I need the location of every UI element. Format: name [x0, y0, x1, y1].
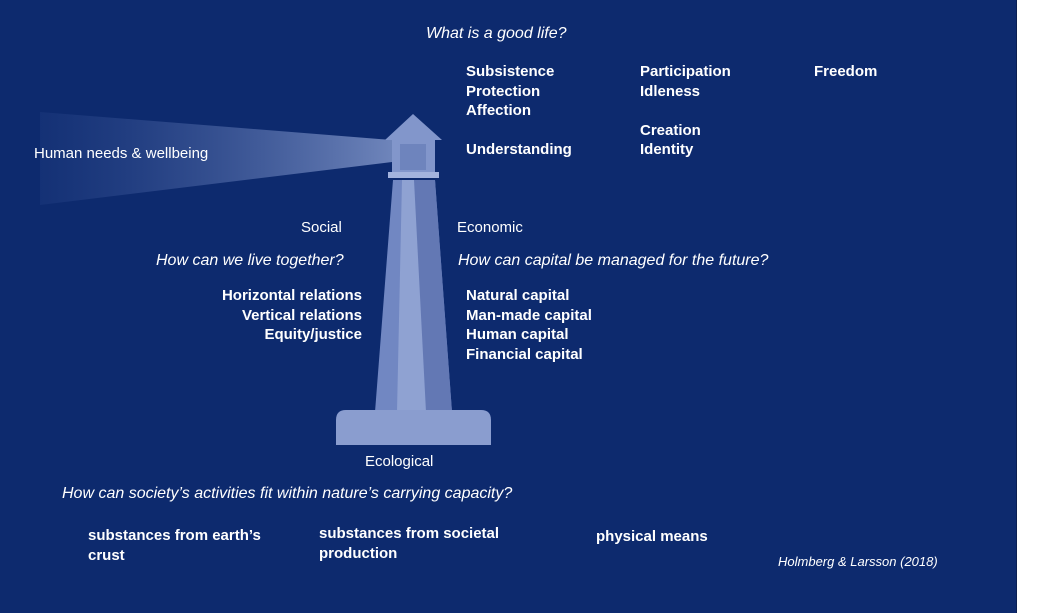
economic-item: Human capital — [466, 326, 569, 343]
need-item: Identity — [640, 141, 694, 158]
economic-items-list: Natural capital Man-made capital Human c… — [466, 286, 592, 364]
needs-list-3: Freedom — [814, 62, 877, 82]
lighthouse-base-icon — [336, 410, 491, 445]
economic-item: Financial capital — [466, 345, 583, 363]
need-item: Subsistence — [466, 63, 555, 80]
need-item: Idleness — [640, 82, 701, 100]
social-item: Equity/justice — [264, 326, 362, 343]
ecological-item-societal: substances from societal production — [319, 525, 500, 562]
social-items-list: Horizontal relations Vertical relations … — [222, 286, 362, 345]
need-item: Understanding — [466, 141, 572, 158]
human-needs-label: Human needs & wellbeing — [34, 145, 209, 162]
ecological-item-crust: substances from earth’s crust — [88, 527, 261, 564]
economic-question: How can capital be managed for the futur… — [458, 252, 769, 269]
need-item: Freedom — [814, 63, 878, 80]
ecological-question: How can society’s activities fit within … — [62, 485, 513, 502]
social-label: Social — [301, 219, 342, 236]
ecological-label: Ecological — [365, 453, 434, 470]
need-item — [466, 121, 572, 141]
economic-item: Natural capital — [466, 287, 570, 304]
slide-background: What is a good life? Human needs & wellb… — [0, 0, 1017, 613]
social-item: Vertical relations — [241, 306, 362, 324]
lighthouse-gallery-icon — [388, 172, 439, 178]
social-question: How can we live together? — [156, 252, 344, 269]
needs-list-1: Subsistence Protection Affection Underst… — [466, 62, 572, 160]
ecological-item-physical: physical means — [596, 528, 708, 545]
citation: Holmberg & Larsson (2018) — [778, 554, 938, 569]
lighthouse-illustration — [40, 112, 491, 445]
need-item: Participation — [640, 63, 731, 80]
needs-list-2: Participation Idleness Creation Identity — [640, 62, 731, 160]
good-life-question: What is a good life? — [426, 25, 567, 42]
need-item: Protection — [466, 82, 541, 100]
need-item: Affection — [466, 102, 531, 119]
need-item — [640, 101, 731, 121]
social-item: Horizontal relations — [221, 287, 362, 304]
need-item: Creation — [640, 121, 701, 139]
economic-item: Man-made capital — [466, 306, 592, 324]
lighthouse-roof-icon — [385, 114, 442, 140]
economic-label: Economic — [457, 219, 523, 236]
light-beam-icon — [40, 112, 392, 205]
